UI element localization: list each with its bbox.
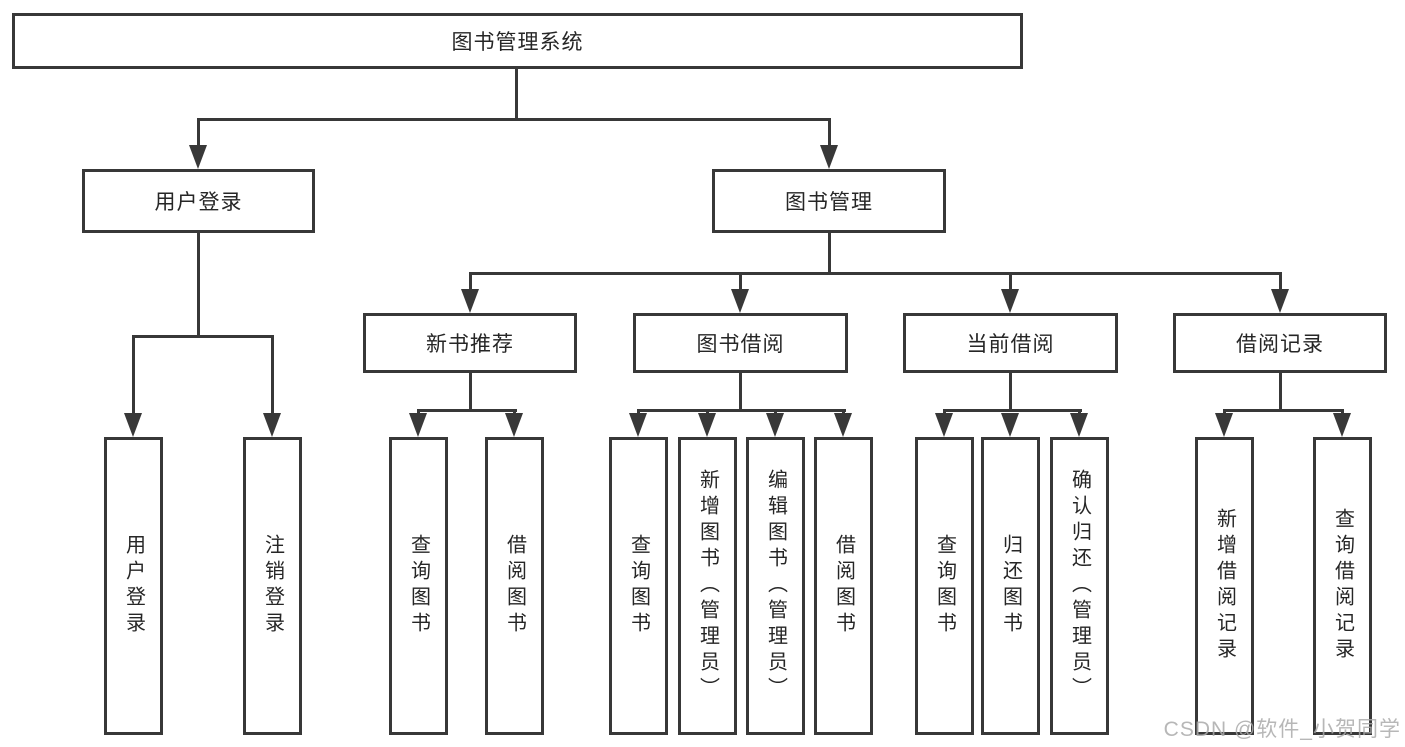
arrow-down-icon	[766, 413, 784, 437]
connector-line	[637, 409, 640, 415]
connector-line	[1223, 409, 1344, 412]
node-cb-query-books: 查询图书	[915, 437, 974, 735]
connector-line	[828, 118, 831, 146]
connector-line	[1009, 272, 1012, 289]
node-current-borrowing: 当前借阅	[903, 313, 1118, 373]
node-book-borrowing: 图书借阅	[633, 313, 848, 373]
node-br-query-record: 查询借阅记录	[1313, 437, 1372, 735]
connector-line	[706, 409, 709, 415]
connector-line	[1341, 409, 1344, 415]
connector-line	[1279, 272, 1282, 289]
node-book-management: 图书管理	[712, 169, 946, 233]
connector-line	[132, 335, 274, 338]
node-borrowing-records: 借阅记录	[1173, 313, 1387, 373]
arrow-down-icon	[1001, 413, 1019, 437]
node-nb-query-books: 查询图书	[389, 437, 448, 735]
arrow-down-icon	[124, 413, 142, 437]
arrow-down-icon	[409, 413, 427, 437]
node-bb-edit-books-admin: 编辑图书（管理员）	[746, 437, 805, 735]
connector-line	[132, 335, 135, 413]
arrow-down-icon	[629, 413, 647, 437]
connector-line	[1009, 373, 1012, 409]
connector-line	[637, 409, 846, 412]
node-leaf-logout: 注销登录	[243, 437, 302, 735]
connector-line	[943, 409, 946, 415]
node-br-add-record: 新增借阅记录	[1195, 437, 1254, 735]
connector-line	[739, 272, 742, 289]
node-bb-add-books-admin: 新增图书（管理员）	[678, 437, 737, 735]
connector-line	[271, 335, 274, 413]
node-bb-query-books: 查询图书	[609, 437, 668, 735]
connector-line	[515, 68, 518, 118]
node-bb-borrow-books: 借阅图书	[814, 437, 873, 735]
arrow-down-icon	[1271, 289, 1289, 313]
connector-line	[469, 272, 1282, 275]
arrow-down-icon	[731, 289, 749, 313]
node-user-login: 用户登录	[82, 169, 315, 233]
connector-line	[197, 118, 831, 121]
connector-line	[943, 409, 1082, 412]
connector-line	[842, 409, 845, 415]
arrow-down-icon	[263, 413, 281, 437]
arrow-down-icon	[820, 145, 838, 169]
connector-line	[417, 409, 420, 415]
connector-line	[513, 409, 516, 415]
connector-line	[828, 233, 831, 272]
arrow-down-icon	[1070, 413, 1088, 437]
connector-line	[774, 409, 777, 415]
node-cb-confirm-return-admin: 确认归还（管理员）	[1050, 437, 1109, 735]
connector-line	[1279, 373, 1282, 409]
arrow-down-icon	[461, 289, 479, 313]
connector-line	[1223, 409, 1226, 415]
node-cb-return-books: 归还图书	[981, 437, 1040, 735]
arrow-down-icon	[1333, 413, 1351, 437]
connector-line	[739, 373, 742, 409]
node-leaf-user-login: 用户登录	[104, 437, 163, 735]
arrow-down-icon	[935, 413, 953, 437]
arrow-down-icon	[505, 413, 523, 437]
connector-line	[469, 373, 472, 409]
arrow-down-icon	[1001, 289, 1019, 313]
connector-line	[1078, 409, 1081, 415]
connector-line	[197, 118, 200, 146]
node-new-book-recommendation: 新书推荐	[363, 313, 577, 373]
node-library-system: 图书管理系统	[12, 13, 1023, 69]
arrow-down-icon	[698, 413, 716, 437]
arrow-down-icon	[189, 145, 207, 169]
connector-line	[197, 233, 200, 335]
connector-line	[417, 409, 517, 412]
arrow-down-icon	[834, 413, 852, 437]
arrow-down-icon	[1215, 413, 1233, 437]
node-nb-borrow-books: 借阅图书	[485, 437, 544, 735]
watermark: CSDN @软件_小贺同学	[1163, 718, 1401, 741]
connector-line	[469, 272, 472, 289]
